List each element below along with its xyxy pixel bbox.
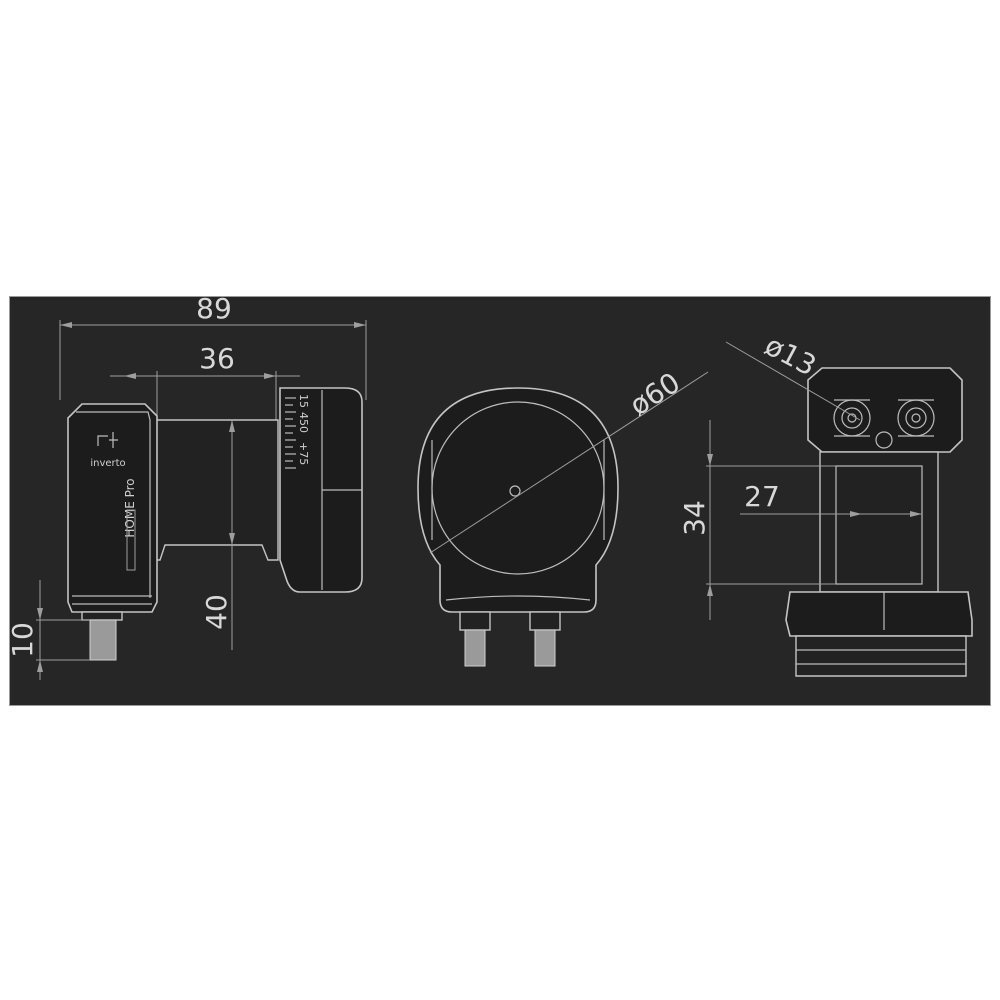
dim-label-feed-diameter: ø60 (624, 366, 686, 422)
side-view: 89 36 15 450 +75 (6, 292, 367, 680)
dim-label-width-right: 27 (744, 480, 780, 513)
dim-label-connector-diameter: ø13 (759, 329, 821, 383)
dim-label-body-height: 40 (200, 594, 233, 630)
f-connector-side (89, 619, 117, 661)
connector-block (807, 367, 963, 453)
feed-horn-cap (279, 387, 363, 593)
f-connector-front-1 (464, 629, 486, 667)
scale-mark-15: 15 (297, 394, 310, 408)
dim-line-diameter-13 (725, 341, 861, 421)
scale-mark-75: +75 (297, 442, 310, 465)
dim-label-height-right: 34 (678, 500, 711, 536)
scale-mark-450: 450 (297, 412, 310, 433)
dim-line-diameter-60 (429, 371, 709, 554)
front-view: ø60 (417, 366, 709, 667)
mount-flange (785, 591, 973, 637)
rear-view: ø13 34 27 (678, 329, 973, 677)
feed-horn-front (417, 387, 619, 613)
lnb-neck (154, 419, 279, 561)
dim-label-connector-height: 10 (6, 622, 39, 658)
inverto-logo-icon (97, 432, 118, 448)
skew-scale (285, 397, 296, 469)
brand-label: inverto (90, 458, 125, 469)
f-connector-front-2 (534, 629, 556, 667)
dim-label-body-length: 36 (199, 342, 235, 375)
dim-label-total-length: 89 (196, 292, 232, 325)
rear-body (819, 451, 939, 593)
